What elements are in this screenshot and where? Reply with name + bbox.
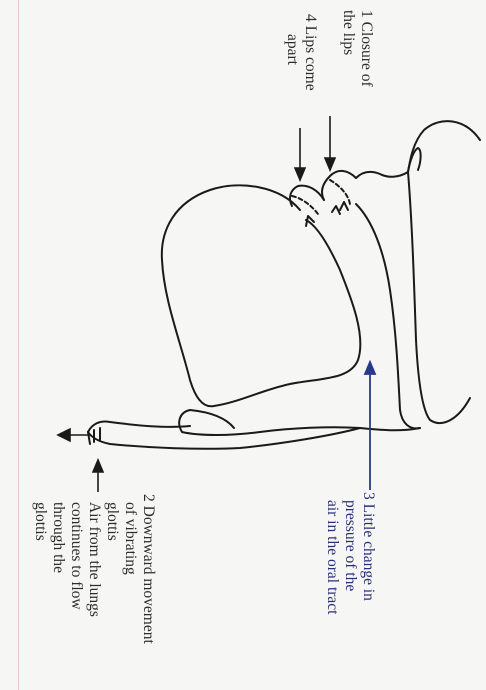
arrow-3-head (365, 362, 375, 374)
label-1-closure-of-lips: 1 Closure of the lips (340, 10, 375, 87)
svg-text:air in the oral tract: air in the oral tract (324, 500, 341, 615)
nasal-tip (408, 148, 421, 172)
svg-text:pressure of the: pressure of the (342, 500, 359, 591)
svg-text:4 Lips come: 4 Lips come (302, 14, 319, 91)
svg-text:through the: through the (50, 502, 67, 573)
larynx-tube-lower (88, 421, 190, 432)
label-4-lips-come-apart: 4 Lips come apart (284, 14, 319, 91)
svg-text:apart: apart (284, 34, 301, 66)
glottal-flow-arrowhead (58, 429, 70, 441)
label-2-downward-movement-of-glottis: 2 Downward movement of vibrating glottis… (32, 494, 157, 644)
svg-text:3 Little change in: 3 Little change in (360, 492, 377, 601)
pharynx-back (408, 172, 470, 423)
svg-text:glottis: glottis (104, 502, 121, 541)
svg-text:2 Downward movement: 2 Downward movement (140, 494, 157, 644)
arrow-2-head (93, 460, 103, 472)
tongue-outline (162, 185, 361, 406)
svg-text:the lips: the lips (340, 10, 357, 55)
svg-text:glottis: glottis (32, 502, 49, 541)
front-teeth (306, 202, 348, 226)
label-3-little-change-in-pressure: 3 Little change in pressure of the air i… (324, 492, 377, 615)
hard-palate (356, 204, 420, 428)
svg-text:continues to flow: continues to flow (68, 502, 85, 610)
arrow-1-head (325, 158, 335, 170)
svg-text:Air from the lungs: Air from the lungs (86, 502, 103, 617)
larynx-tube (88, 428, 360, 449)
mandible-jaw (179, 410, 420, 435)
svg-text:of vibrating: of vibrating (122, 502, 139, 575)
svg-text:1 Closure of: 1 Closure of (358, 10, 375, 87)
arrow-4-head (295, 168, 305, 180)
